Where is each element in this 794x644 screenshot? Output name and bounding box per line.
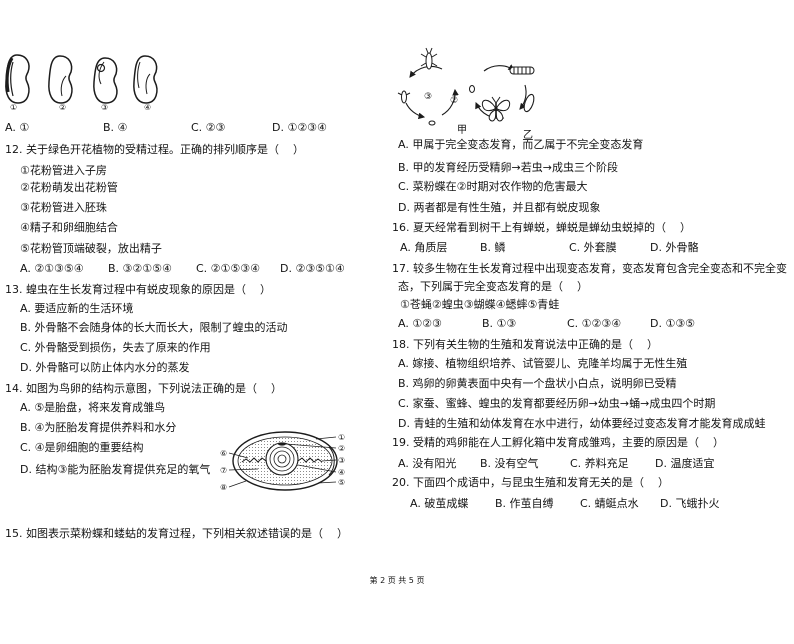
bean-seed-3 xyxy=(93,57,118,104)
pupa xyxy=(523,93,535,113)
q11-option-d: D. ①②③④ xyxy=(272,121,327,134)
q19-option-b: B. 没有空气 xyxy=(480,457,539,470)
q15-stem: 15. 如图表示菜粉蝶和蝼蛄的发育过程，下列相关叙述错误的是（ ） xyxy=(5,527,348,540)
q18-option-a: A. 嫁接、植物组织培养、试管婴儿、克隆羊均属于无性生殖 xyxy=(398,357,688,370)
q14-option-b: B. ④为胚胎发育提供养料和水分 xyxy=(20,421,177,434)
q17-stem-line-1: 17. 较多生物在生长发育过程中出现变态发育，变态发育包含完全变态和不完全变 xyxy=(392,262,787,275)
q16-stem: 16. 夏天经常看到树干上有蝉蜕，蝉蜕是蝉幼虫蜕掉的（ ） xyxy=(392,221,691,234)
q17-items: ①苍蝇②蝗虫③蝴蝶④蟋蟀⑤青蛙 xyxy=(400,298,560,311)
q19-option-c: C. 养料充足 xyxy=(570,457,629,470)
chalaza-right xyxy=(297,457,323,463)
q20-option-a: A. 破茧成蝶 xyxy=(410,497,469,510)
q18-stem: 18. 下列有关生物的生殖和发育说法中正确的是（ ） xyxy=(392,338,658,351)
q12-option-d: D. ②③⑤①④ xyxy=(280,262,345,275)
q12-step-1: ①花粉管进入子房 xyxy=(20,164,107,177)
q13-stem: 13. 蝗虫在生长发育过程中有蜕皮现象的原因是（ ） xyxy=(5,283,271,296)
germinal-disc xyxy=(278,442,286,446)
q17-stem-line-2: 态，下列属于完全变态发育的是（ ） xyxy=(398,280,588,293)
q14-option-d: D. 结构③能为胚胎发育提供充足的氧气 xyxy=(20,463,211,476)
q16-option-b: B. 鳞 xyxy=(480,241,506,254)
q15-option-b: B. 甲的发育经历受精卵→若虫→成虫三个阶段 xyxy=(398,161,618,174)
q13-option-d: D. 外骨骼可以防止体内水分的蒸发 xyxy=(20,361,190,374)
bean-seed-2 xyxy=(48,55,73,104)
q13-option-a: A. 要适应新的生活环境 xyxy=(20,302,134,315)
cycle-a-stage-label-1: ③ xyxy=(424,92,432,102)
butterfly-adult xyxy=(481,96,511,122)
chalaza-left xyxy=(241,457,267,463)
mole-cricket-nymph xyxy=(397,90,411,104)
q16-option-c: C. 外套膜 xyxy=(569,241,617,254)
q20-option-b: B. 作茧自缚 xyxy=(495,497,554,510)
q14-option-c: C. ④是卵细胞的重要结构 xyxy=(20,441,144,454)
egg-label-6: ⑥ xyxy=(220,449,227,458)
q12-option-b: B. ③②①⑤④ xyxy=(108,262,172,275)
mole-cricket-adult xyxy=(420,47,438,70)
q11-option-b: B. ④ xyxy=(103,121,128,134)
egg-label-3: ③ xyxy=(338,456,345,465)
q12-step-5: ⑤花粉管顶端破裂，放出精子 xyxy=(20,242,162,255)
q12-stem: 12. 关于绿色开花植物的受精过程。正确的排列顺序是（ ） xyxy=(5,143,304,156)
q14-stem: 14. 如图为鸟卵的结构示意图，下列说法正确的是（ ） xyxy=(5,382,282,395)
butterfly-egg xyxy=(469,85,475,93)
egg-label-2: ② xyxy=(338,444,345,453)
bean-label-4: ④ xyxy=(144,103,152,112)
q13-option-c: C. 外骨骼受到损伤，失去了原来的作用 xyxy=(20,341,211,354)
bean-seed-figure xyxy=(5,54,158,104)
q17-option-c: C. ①②③④ xyxy=(567,317,622,330)
bean-label-2: ② xyxy=(59,103,67,112)
egg-label-5: ⑤ xyxy=(338,478,345,487)
bean-label-3: ③ xyxy=(101,103,109,112)
egg-label-4: ④ xyxy=(338,468,345,477)
caterpillar xyxy=(509,66,535,75)
q15-option-d: D. 两者都是有性生殖，并且都有蜕皮现象 xyxy=(398,201,601,214)
bird-egg-diagram: ① ② ③ ④ ⑤ ⑥ ⑦ ⑧ xyxy=(220,431,345,492)
q18-option-c: C. 家蚕、蜜蜂、蝗虫的发育都要经历卵→幼虫→蛹→成虫四个时期 xyxy=(398,397,716,410)
q17-option-a: A. ①②③ xyxy=(398,317,442,330)
q19-option-d: D. 温度适宜 xyxy=(655,457,715,470)
q17-option-d: D. ①③⑤ xyxy=(650,317,696,330)
life-cycle-diagram: ③ ② 甲 乙 xyxy=(397,47,535,141)
q13-option-b: B. 外骨骼不会随身体的长大而长大，限制了蝗虫的活动 xyxy=(20,321,288,334)
q18-option-b: B. 鸡卵的卵黄表面中央有一个盘状小白点，说明卵已受精 xyxy=(398,377,677,390)
bean-seed-4 xyxy=(133,55,158,104)
q16-option-d: D. 外骨骼 xyxy=(650,241,699,254)
q19-stem: 19. 受精的鸡卵能在人工孵化箱中发育成雏鸡，主要的原因是（ ） xyxy=(392,436,724,449)
q20-option-c: C. 蜻蜓点水 xyxy=(580,497,639,510)
q20-stem: 20. 下面四个成语中，与昆虫生殖和发育无关的是（ ） xyxy=(392,476,669,489)
cycle-a-arrows xyxy=(405,65,459,120)
cycle-b-label: 乙 xyxy=(523,129,533,141)
q12-step-4: ④精子和卵细胞结合 xyxy=(20,221,118,234)
cycle-a-label: 甲 xyxy=(457,125,467,136)
q12-step-3: ③花粉管进入胚珠 xyxy=(20,201,107,214)
q11-option-c: C. ②③ xyxy=(191,121,226,134)
egg-label-7: ⑦ xyxy=(220,466,227,475)
q12-option-c: C. ②①⑤③④ xyxy=(196,262,260,275)
q14-option-a: A. ⑤是胎盘，将来发育成雏鸟 xyxy=(20,401,166,414)
air-cell xyxy=(328,446,335,476)
page-number-footer: 第 2 页 共 5 页 xyxy=(369,576,425,585)
q15-option-a: A. 甲属于完全变态发育，而乙属于不完全变态发育 xyxy=(398,138,644,151)
q12-step-2: ②花粉萌发出花粉管 xyxy=(20,181,118,194)
q18-option-d: D. 青蛙的生殖和幼体发育在水中进行，幼体要经过变态发育才能发育成成蛙 xyxy=(398,417,766,430)
q12-option-a: A. ②①③⑤④ xyxy=(20,262,84,275)
mole-cricket-egg xyxy=(428,120,436,126)
q17-option-b: B. ①③ xyxy=(482,317,517,330)
q16-option-a: A. 角质层 xyxy=(400,241,448,254)
q15-option-c: C. 菜粉蝶在②时期对农作物的危害最大 xyxy=(398,180,588,193)
cycle-a-stage-label-2: ② xyxy=(450,96,458,106)
yolk xyxy=(265,442,299,476)
egg-label-8: ⑧ xyxy=(220,483,227,492)
q11-option-a: A. ① xyxy=(5,121,30,134)
q19-option-a: A. 没有阳光 xyxy=(398,457,457,470)
q20-option-d: D. 飞蛾扑火 xyxy=(660,497,720,510)
bean-label-1: ① xyxy=(10,103,18,112)
egg-label-1: ① xyxy=(338,433,345,442)
